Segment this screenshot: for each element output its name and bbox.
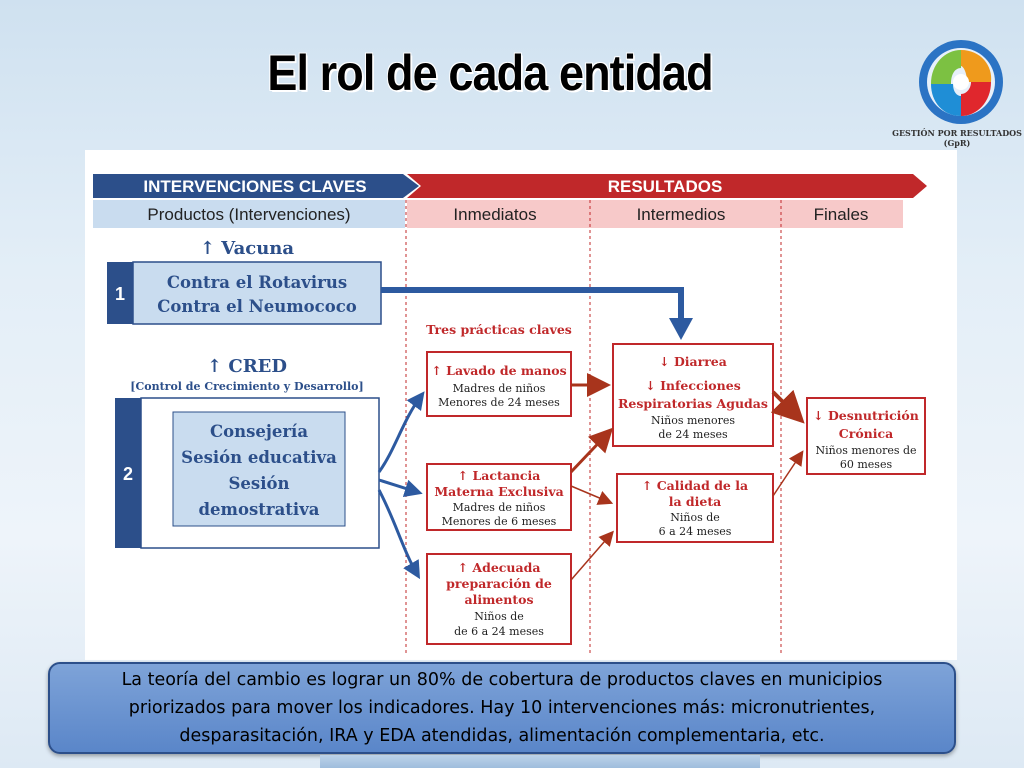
block2-subheading: [Control de Crecimiento y Desarrollo] <box>130 380 363 393</box>
block2-line1: Consejería <box>210 422 308 441</box>
block1-number: 1 <box>115 284 125 304</box>
immediate-1-title1: ↑ Lavado de manos <box>431 363 566 378</box>
intermediate-label: Intermedios <box>637 205 726 224</box>
results-subheader <box>407 200 903 228</box>
logo-caption-line1: GESTIÓN POR RESULTADOS <box>892 128 1022 138</box>
block1-box <box>132 261 382 325</box>
interventions-banner <box>93 174 419 198</box>
note-box: La teoría del cambio es lograr un 80% de… <box>48 662 956 754</box>
block1-line2: Contra el Neumococo <box>157 297 357 316</box>
page-title: El rol de cada entidad <box>267 45 713 101</box>
immediate-label: Inmediatos <box>453 205 536 224</box>
intermediate-1-title3: Respiratorias Agudas <box>618 396 768 411</box>
immediate-1-desc2: Menores de 24 meses <box>438 396 560 409</box>
final-box-malnutrition <box>806 397 926 475</box>
products-header <box>93 200 405 228</box>
block2-number: 2 <box>123 464 133 484</box>
intermediate-2-title1: ↑ Calidad de la <box>642 478 748 493</box>
immediate-3-title3: alimentos <box>464 592 533 607</box>
block1-line1: Contra el Rotavirus <box>167 273 347 292</box>
products-label: Productos (Intervenciones) <box>147 205 350 224</box>
immediate-1-desc1: Madres de niños <box>453 382 546 395</box>
arrow-cred-to-breastfeeding <box>378 478 423 497</box>
block2-heading: ↑ CRED <box>207 356 287 377</box>
block2-line4: demostrativa <box>199 500 320 519</box>
note-text: La teoría del cambio es lograr un 80% de… <box>121 670 883 746</box>
immediate-3-title1: ↑ Adecuada <box>458 560 541 575</box>
gpr-logo-icon <box>919 40 1003 124</box>
immediate-2-title2: Materna Exclusiva <box>434 484 563 499</box>
block2-line3: Sesión <box>229 474 290 493</box>
arrow-cred-to-handwash <box>377 391 425 473</box>
vaccine-arrow <box>381 287 684 320</box>
immediate-3-desc2: de 6 a 24 meses <box>454 625 544 638</box>
block1-number-tab <box>107 262 133 324</box>
logo-caption-line2: (GpR) <box>943 138 971 148</box>
final-label: Finales <box>814 205 869 224</box>
block2-inner-box <box>172 411 346 527</box>
arrow-breastfeeding-to-diet <box>570 485 614 505</box>
intermediate-1-desc1: Niños menores <box>651 414 735 427</box>
diagram: INTERVENCIONES CLAVES RESULTADOS Product… <box>93 174 927 655</box>
final-title1: ↓ Desnutrición <box>813 408 919 423</box>
intermediate-2-title2: la dieta <box>669 494 722 509</box>
final-title2: Crónica <box>839 426 893 441</box>
interventions-banner-text: INTERVENCIONES CLAVES <box>143 177 366 196</box>
final-desc1: Niños menores de <box>815 444 916 457</box>
block2-number-tab <box>115 398 141 548</box>
arrow-food-to-diet <box>570 530 614 581</box>
practices-label: Tres prácticas claves <box>426 322 572 337</box>
intermediate-box-diet <box>616 473 774 543</box>
immediate-3-desc1: Niños de <box>474 610 524 623</box>
immediate-box-breastfeeding <box>426 463 572 531</box>
intermediate-box-diarrhea <box>612 343 774 447</box>
intermediate-2-desc1: Niños de <box>670 511 720 524</box>
immediate-3-title2: preparación de <box>446 576 552 591</box>
bottom-decoration <box>320 755 760 768</box>
results-banner <box>407 174 927 198</box>
immediate-2-title1: ↑ Lactancia <box>458 468 541 483</box>
logo-caption: GESTIÓN POR RESULTADOS (GpR) <box>890 128 1024 148</box>
intermediate-2-desc2: 6 a 24 meses <box>659 525 732 538</box>
results-banner-text: RESULTADOS <box>608 177 723 196</box>
vaccine-arrow-head <box>669 318 693 340</box>
intermediate-1-title1: ↓ Diarrea <box>659 354 727 369</box>
final-desc2: 60 meses <box>840 458 893 471</box>
arrow-cred-to-food <box>377 489 421 580</box>
block1-heading: ↑ Vacuna <box>200 238 294 259</box>
immediate-2-desc1: Madres de niños <box>453 501 546 514</box>
intermediate-1-title2: ↓ Infecciones <box>645 378 740 393</box>
intermediate-1-desc2: de 24 meses <box>658 428 728 441</box>
arrow-breastfeeding-to-diarrhea <box>569 427 614 474</box>
arrow-diet-to-malnutrition <box>772 450 804 497</box>
block2-line2: Sesión educativa <box>181 448 337 467</box>
immediate-box-food <box>426 553 572 645</box>
arrow-diarrhea-to-malnutrition <box>770 389 805 424</box>
immediate-2-desc2: Menores de 6 meses <box>442 515 557 528</box>
